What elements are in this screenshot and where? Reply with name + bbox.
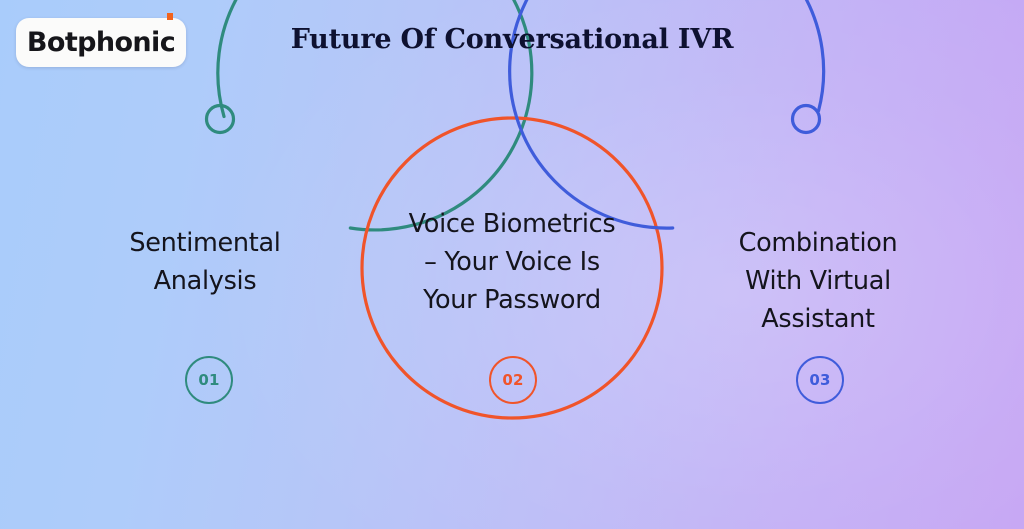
circle-label-03: Combination With Virtual Assistant (738, 228, 898, 334)
step-badge-02: 02 (489, 356, 537, 404)
step-badge-03: 03 (796, 356, 844, 404)
ring-arc-03 (508, 0, 826, 230)
brand-logo-text: Botphonic (26, 27, 176, 58)
circle-label-02: Voice Biometrics – Your Voice Is Your Pa… (408, 209, 616, 315)
ring-endpoint-dot-01 (204, 103, 236, 135)
ring-arc-01 (216, 0, 534, 232)
brand-logo-accent-dot-icon (166, 13, 173, 20)
ring-group-01 (204, 0, 534, 232)
brand-logo: Botphonic (16, 13, 186, 67)
ring-group-02 (360, 116, 664, 420)
ring-endpoint-dot-03 (790, 103, 822, 135)
ring-group-03 (508, 0, 826, 230)
page-title: Future Of Conversational IVR (290, 24, 734, 55)
circle-label-01: Sentimental Analysis (129, 228, 281, 296)
ring-arc-02 (360, 116, 664, 420)
step-badge-01: 01 (185, 356, 233, 404)
